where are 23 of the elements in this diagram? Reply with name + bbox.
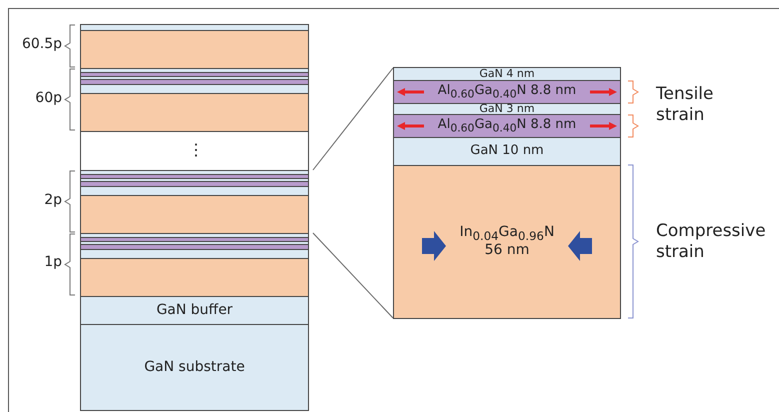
layer-label: GaN substrate xyxy=(144,360,245,376)
layer-box xyxy=(393,67,621,81)
layer-label: In$_{0.04}$Ga$_{0.96}$N 56 nm xyxy=(458,225,556,258)
period-label: 1p xyxy=(43,254,62,272)
layer-label: GaN 4 nm xyxy=(479,68,535,80)
layer-box xyxy=(80,324,309,411)
period-label: 60.5p xyxy=(20,36,62,54)
layer-label: Al$_{0.60}$Ga$_{0.40}$N 8.8 nm xyxy=(438,118,576,134)
layer-box xyxy=(393,103,621,115)
layer-label: GaN 3 nm xyxy=(479,102,535,116)
layer-box xyxy=(393,114,621,138)
strain-label: Tensile strain xyxy=(656,84,714,126)
period-label: 60p xyxy=(34,90,62,108)
layer-box xyxy=(393,165,621,319)
layer-box xyxy=(393,137,621,166)
layer-box xyxy=(393,80,621,104)
layer-box xyxy=(80,296,309,325)
strain-label: Compressive strain xyxy=(656,221,767,264)
period-label: 2p xyxy=(43,192,62,210)
layer-label: GaN buffer xyxy=(156,302,233,318)
ellipsis-label: ⋮ xyxy=(187,140,205,160)
layer-label: Al$_{0.60}$Ga$_{0.40}$N 8.8 nm xyxy=(438,84,576,100)
layer-label: GaN 10 nm xyxy=(470,144,544,159)
